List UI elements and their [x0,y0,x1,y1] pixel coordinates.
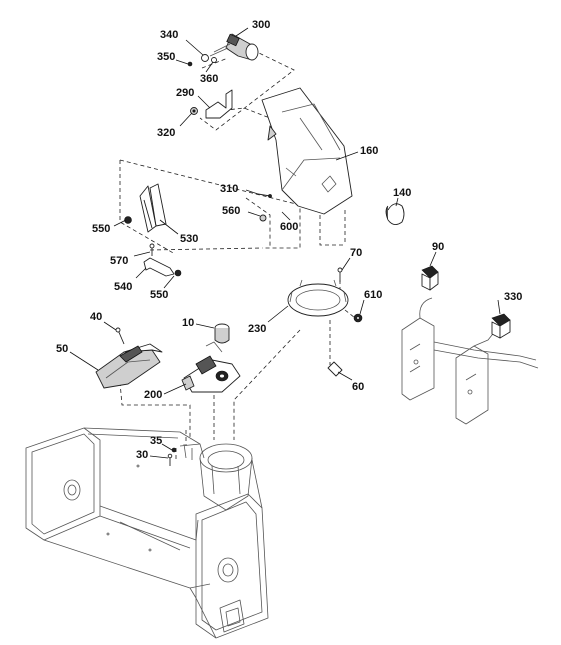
label-50: 50 [56,343,68,355]
label-200: 200 [144,389,162,401]
discharge-chute [261,87,353,215]
part-labels: 300 340 350 360 290 320 160 140 310 560 … [56,19,522,461]
chute-ring [287,279,349,317]
label-70: 70 [350,247,362,259]
label-550-upper: 550 [92,223,110,235]
chute-motor [209,33,259,61]
label-530: 530 [180,233,198,245]
label-35: 35 [150,435,162,447]
label-360: 360 [200,73,218,85]
screw-570 [149,243,155,256]
handle-assembly [401,297,539,425]
motor-bracket [205,89,233,119]
label-90: 90 [432,241,444,253]
gearbox-200 [181,341,241,393]
nut-550-upper [124,216,132,224]
label-320: 320 [157,127,175,139]
assembly-guide-lines [119,37,356,462]
label-570: 570 [110,255,128,267]
label-290: 290 [176,87,194,99]
bushing-10 [214,323,230,344]
gear-cover [95,343,163,389]
nut-550-lower [174,269,182,277]
label-140: 140 [393,187,411,199]
label-560: 560 [222,205,240,217]
hardware-35 [171,447,177,453]
label-30: 30 [136,449,148,461]
screw-310 [257,193,272,198]
label-10: 10 [182,317,194,329]
label-550-lower: 550 [150,289,168,301]
leader-lines [69,27,501,459]
switch-90 [421,265,439,291]
nut-610 [353,313,363,323]
label-350: 350 [157,51,175,63]
label-60: 60 [352,381,364,393]
label-540: 540 [114,281,132,293]
auger-housing [25,427,269,639]
label-330: 330 [504,291,522,303]
label-600: 600 [280,221,298,233]
switch-330 [491,313,511,339]
label-310: 310 [220,183,238,195]
chute-clip [385,203,405,225]
nut-560 [259,214,267,222]
label-40: 40 [90,311,102,323]
screw-40 [115,327,125,345]
hardware-30 [167,453,173,466]
belts [139,183,167,233]
bracket-540 [143,257,175,277]
label-160: 160 [360,145,378,157]
bolt-70 [337,267,343,282]
nut-320 [190,107,198,115]
label-230: 230 [248,323,266,335]
label-340: 340 [160,29,178,41]
label-610: 610 [364,289,382,301]
motor-hardware [187,54,217,67]
label-300: 300 [252,19,270,31]
